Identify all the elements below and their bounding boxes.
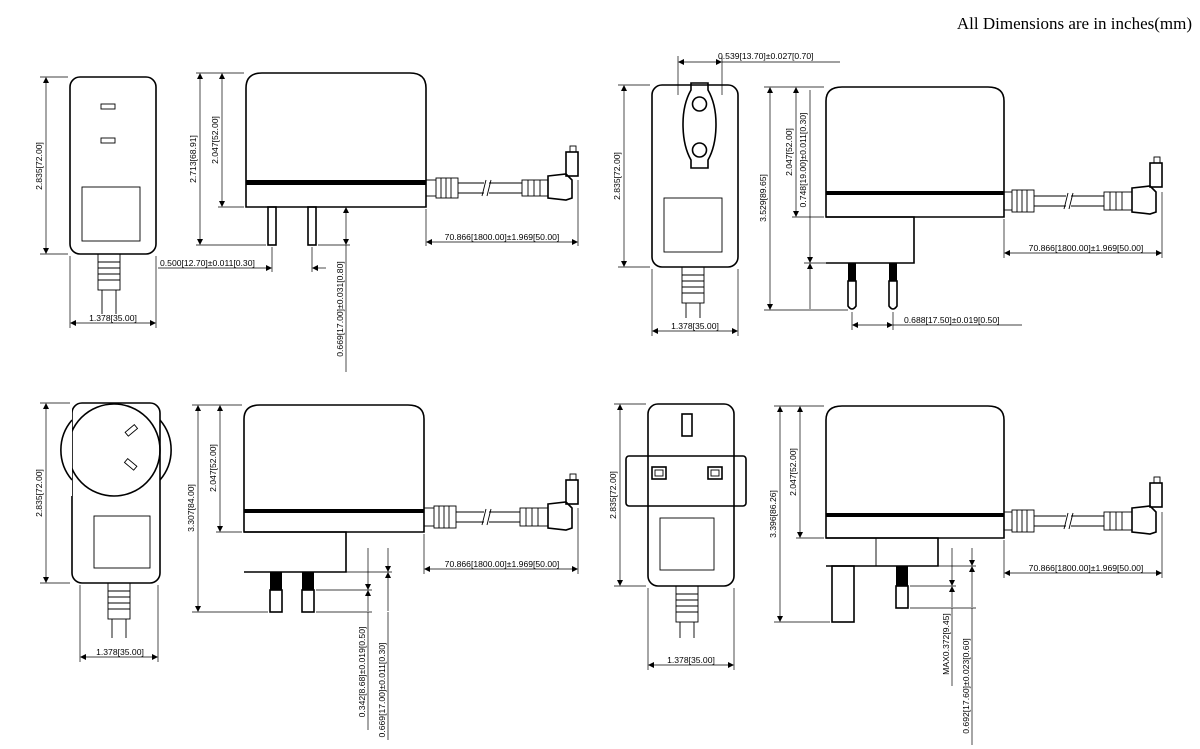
au-front-height-label: 2.835[72.00]	[34, 469, 44, 517]
au-front-body	[71, 402, 161, 584]
au-slot-lower	[123, 457, 138, 471]
us-side-body	[245, 72, 427, 208]
au-pin-right	[301, 589, 315, 613]
eu-pin-gap-label: 0.688[17.50]±0.019[0.50]	[904, 315, 1000, 325]
us-side-total-height-label: 2.713[68.91]	[188, 135, 198, 183]
eu-label-area	[663, 197, 723, 253]
eu-pin-left	[847, 280, 857, 310]
us-label-area	[81, 186, 141, 242]
uk-pin-length-label: 0.692[17.60]±0.023[0.60]	[961, 638, 971, 734]
us-front-dimensions: 2.835[72.00] 1.378[35.00]	[34, 76, 157, 328]
uk-plug-base	[826, 537, 939, 567]
eu-front-height-label: 2.835[72.00]	[612, 152, 622, 200]
eu-pin-hole-top	[691, 96, 708, 112]
us-cable	[426, 145, 579, 201]
us-pin-gap-label: 0.500[12.70]±0.011[0.30]	[160, 258, 255, 268]
eu-pin-right-sleeve	[889, 263, 897, 281]
au-front-dimensions: 2.835[72.00] 1.378[35.00]	[34, 402, 159, 662]
eu-plug-base	[826, 216, 915, 264]
uk-front-dimensions: 2.835[72.00] 1.378[35.00]	[608, 403, 735, 670]
uk-earth-pin	[831, 565, 855, 623]
uk-seam-band	[826, 513, 1004, 517]
us-slot-top	[100, 103, 116, 110]
au-pin-offset-label: 0.342[8.68]±0.019[0.50]	[357, 627, 367, 718]
us-slot-bottom	[100, 137, 116, 144]
eu-socket-outline	[682, 82, 717, 169]
uk-cable	[1004, 476, 1163, 535]
eu-pin-length-label: 0.748[19.00]±0.011[0.30]	[798, 113, 808, 208]
au-plug-base	[244, 531, 347, 573]
eu-front-body	[651, 84, 739, 268]
eu-plug-front-view	[651, 82, 739, 318]
uk-width-label: 1.378[35.00]	[667, 655, 715, 665]
eu-pin-left-sleeve	[848, 263, 856, 281]
au-side-dimensions: 3.307[84.00] 2.047[52.00] 0.342[8.68]±0.…	[186, 404, 579, 740]
eu-width-label: 1.378[35.00]	[671, 321, 719, 331]
au-socket-circle	[67, 403, 161, 497]
us-plug-side-view	[245, 72, 579, 246]
au-pin-left	[269, 589, 283, 613]
eu-front-dimensions: 0.539[13.70]±0.027[0.70] 2.835[72.00] 1.…	[612, 51, 840, 336]
uk-strain-relief	[675, 585, 699, 623]
us-side-body-height-label: 2.047[52.00]	[210, 116, 220, 164]
au-strain-relief	[107, 582, 131, 620]
uk-side-body	[825, 405, 1005, 539]
uk-flange	[625, 455, 747, 507]
uk-body-height-label: 2.047[52.00]	[788, 448, 798, 496]
us-strain-relief	[97, 253, 121, 291]
us-pin-right	[307, 206, 317, 246]
au-body-height-label: 2.047[52.00]	[208, 444, 218, 492]
uk-neutral-slot	[707, 466, 723, 480]
us-cable-length-label: 70.866[1800.00]±1.969[50.00]	[445, 232, 560, 242]
eu-body-height-label: 2.047[52.00]	[784, 128, 794, 176]
au-pin-left-sleeve	[270, 572, 282, 590]
uk-front-height-label: 2.835[72.00]	[608, 471, 618, 519]
uk-side-dimensions: 3.396[86.26] 2.047[52.00] MAX0.372[9.45]…	[768, 405, 1163, 745]
us-seam-band	[246, 180, 426, 185]
eu-total-height-label: 3.529[89.65]	[758, 174, 768, 222]
au-plug-front-view	[60, 402, 172, 638]
uk-cable-length-label: 70.866[1800.00]±1.969[50.00]	[1029, 563, 1144, 573]
uk-live-slot	[651, 466, 667, 480]
eu-cable	[1004, 156, 1163, 215]
au-pin-length-label: 0.669[17.00]±0.011[0.30]	[377, 643, 387, 738]
uk-total-height-label: 3.396[86.26]	[768, 490, 778, 538]
uk-earth-slot	[681, 413, 693, 437]
au-cable-length-label: 70.866[1800.00]±1.969[50.00]	[445, 559, 560, 569]
au-width-label: 1.378[35.00]	[96, 647, 144, 657]
au-total-height-label: 3.307[84.00]	[186, 484, 196, 532]
uk-plug-front-view	[625, 403, 747, 638]
uk-label-area	[659, 517, 715, 571]
eu-pin-right	[888, 280, 898, 310]
au-pin-right-sleeve	[302, 572, 314, 590]
us-plug-front-view	[69, 76, 157, 314]
us-pin-length-label: 0.669[17.00]±0.031[0.80]	[335, 261, 345, 357]
au-plug-side-view	[243, 404, 579, 613]
uk-live-pin	[895, 585, 909, 609]
eu-side-dimensions: 3.529[89.65] 2.047[52.00] 0.748[19.00]±0…	[758, 86, 1163, 330]
uk-pin-sleeve	[896, 566, 908, 586]
us-width-label: 1.378[35.00]	[89, 313, 137, 323]
au-side-body	[243, 404, 425, 533]
eu-seam-band	[826, 191, 1004, 195]
units-note: All Dimensions are in inches(mm)	[957, 14, 1192, 33]
au-label-area	[93, 515, 151, 569]
eu-top-width-label: 0.539[13.70]±0.027[0.70]	[718, 51, 814, 61]
uk-front-body	[647, 403, 735, 587]
eu-cable-length-label: 70.866[1800.00]±1.969[50.00]	[1029, 243, 1144, 253]
au-cable	[424, 473, 579, 531]
eu-strain-relief	[681, 266, 705, 304]
au-slot-upper	[124, 423, 139, 437]
us-side-dimensions: 2.713[68.91] 2.047[52.00] 0.500[12.70]±0…	[158, 72, 579, 372]
us-pin-left	[267, 206, 277, 246]
eu-plug-side-view	[825, 86, 1163, 310]
uk-plug-side-view	[825, 405, 1163, 623]
uk-pin-max-label: MAX0.372[9.45]	[941, 613, 951, 675]
us-front-height-label: 2.835[72.00]	[34, 142, 44, 190]
eu-pin-hole-bottom	[691, 142, 708, 158]
eu-side-body	[825, 86, 1005, 218]
au-seam-band	[244, 509, 424, 513]
